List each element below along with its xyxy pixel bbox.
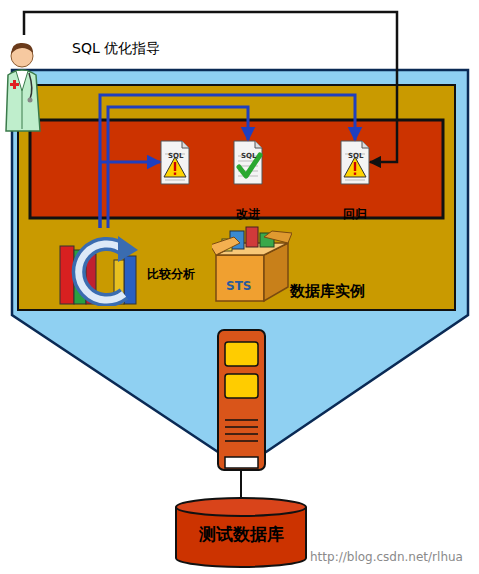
node-text: 测试数据库	[199, 524, 284, 544]
sql-doc-icon: SQL回归	[340, 140, 370, 185]
connector	[100, 162, 160, 228]
text-slot: 回归	[343, 203, 367, 222]
sql-band	[30, 120, 443, 218]
node-icon	[340, 140, 370, 189]
node-text: 回归	[343, 207, 367, 221]
node-text: SQL	[348, 152, 363, 160]
funnel-frame	[12, 70, 468, 452]
text-slot: 改进	[236, 203, 260, 222]
text-slot: 数据库实例	[290, 281, 365, 300]
instance-panel: 数据库实例SQLSQL改进SQL回归比较分析STS	[18, 85, 455, 310]
node-icon	[2, 39, 44, 139]
text-slot: SQL	[168, 143, 183, 162]
text-slot: STS	[226, 275, 251, 294]
sts-box: STS	[212, 225, 292, 305]
sql-doc-icon: SQL改进	[233, 140, 263, 185]
instance-panel	[18, 85, 455, 310]
text-slot: SQL	[348, 143, 363, 162]
connector	[24, 12, 397, 162]
node-text: 数据库实例	[290, 282, 365, 300]
text-slot: SQL 优化指导	[72, 38, 160, 57]
node-text: SQL 优化指导	[72, 40, 160, 56]
node-icon	[212, 225, 292, 309]
sql-doc-icon: SQL	[160, 140, 190, 185]
watermark: http://blog.csdn.net/rlhua	[310, 550, 463, 564]
text-slot: 测试数据库	[199, 525, 284, 545]
database-cylinder	[176, 498, 306, 567]
node-icon	[233, 140, 263, 189]
node-text: SQL	[241, 152, 256, 160]
node-icon	[58, 228, 142, 310]
connector	[108, 107, 248, 228]
doctor-figure: SQL 优化指导	[0, 35, 165, 135]
test-database: 测试数据库	[176, 495, 306, 567]
compare-analysis-icon: 比较分析	[58, 228, 208, 306]
node-text: 改进	[236, 207, 260, 221]
node-text: 比较分析	[147, 267, 195, 281]
text-slot: SQL	[241, 143, 256, 162]
server-tower	[218, 330, 265, 500]
node-text: STS	[226, 279, 251, 293]
connector	[100, 95, 355, 228]
node-icon	[160, 140, 190, 189]
node-text: SQL	[168, 152, 183, 160]
label-slot: http://blog.csdn.net/rlhua	[310, 546, 463, 565]
text-slot: 比较分析	[147, 263, 195, 282]
